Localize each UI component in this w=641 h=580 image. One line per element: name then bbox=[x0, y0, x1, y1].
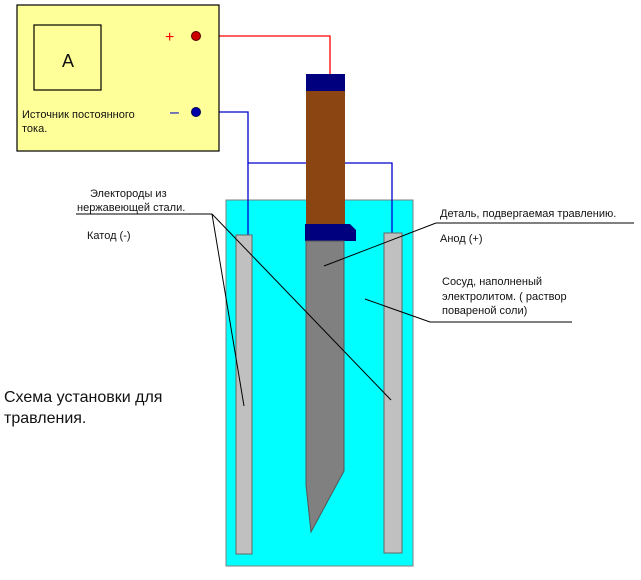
knife-handle-cap bbox=[306, 74, 345, 91]
cathode-electrode bbox=[235, 234, 253, 555]
electrodes-leader-cathode bbox=[211, 213, 245, 407]
electrodes-leader-anode bbox=[211, 213, 392, 401]
anode-label: Анод (+) bbox=[440, 233, 483, 245]
source-label-line2: тока. bbox=[22, 123, 47, 135]
vessel-leader bbox=[364, 298, 431, 323]
ammeter-box bbox=[33, 24, 102, 91]
part-leader bbox=[323, 222, 437, 267]
cathode-label: Катод (-) bbox=[87, 230, 131, 242]
knife-guard bbox=[305, 224, 356, 241]
caption-line2: травления. bbox=[4, 410, 86, 427]
ammeter-letter: A bbox=[62, 51, 74, 71]
vessel-label-line2: электролитом. ( раствор bbox=[442, 291, 567, 303]
electrodes-label-line1: Электороды из bbox=[90, 188, 167, 200]
knife-handle bbox=[306, 91, 345, 224]
anode-electrode bbox=[383, 232, 403, 554]
vessel-label-line3: повареной соли) bbox=[442, 305, 527, 317]
knife-blade bbox=[305, 240, 345, 534]
source-label-line1: Источник постоянного bbox=[22, 109, 135, 121]
positive-terminal-icon bbox=[191, 31, 201, 41]
vessel-label-line1: Сосуд, наполненый bbox=[442, 276, 542, 288]
plus-sign: + bbox=[165, 29, 174, 46]
minus-sign: – bbox=[170, 104, 179, 121]
positive-wire bbox=[197, 35, 331, 75]
part-label: Деталь, подвергаемая травлению. bbox=[440, 208, 616, 220]
electrodes-label-line2: нержавеющей стали. bbox=[77, 202, 185, 214]
caption-line1: Схема установки для bbox=[4, 389, 162, 406]
negative-terminal-icon bbox=[191, 107, 201, 117]
